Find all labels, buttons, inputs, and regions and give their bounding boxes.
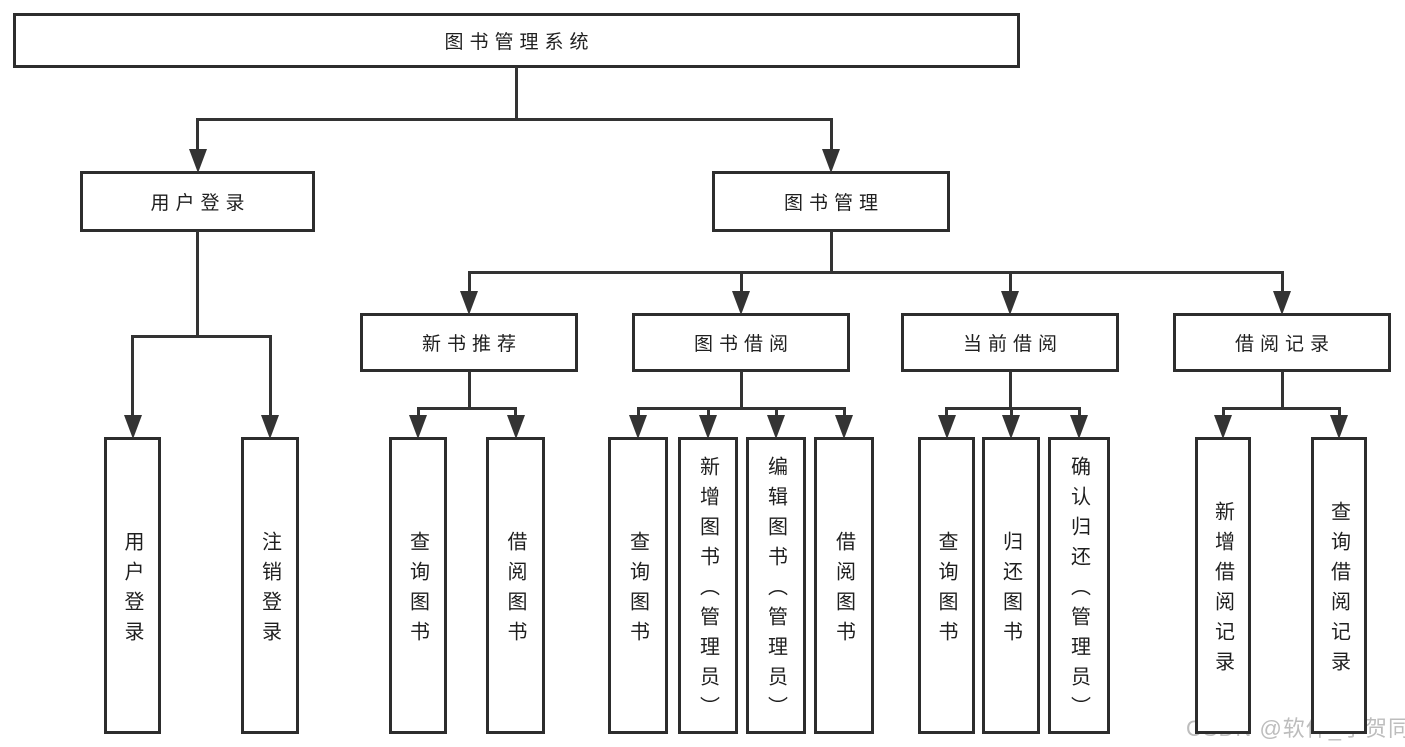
connector-line (1009, 407, 1013, 417)
node-l-rec-1: 查询图书 (389, 437, 447, 734)
connector-line (196, 118, 833, 121)
node-records: 借阅记录 (1173, 313, 1391, 372)
arrowhead-down-icon (822, 149, 840, 173)
node-label: 新增借阅记录 (1211, 500, 1234, 681)
node-l-current-1: 查询图书 (918, 437, 975, 734)
connector-line (268, 335, 272, 417)
connector-line (131, 335, 134, 417)
node-l-borrow-4: 借阅图书 (814, 437, 874, 734)
node-label: 确认归还（管理员） (1067, 455, 1090, 726)
arrowhead-down-icon (835, 415, 853, 439)
arrowhead-down-icon (1070, 415, 1088, 439)
node-root: 图书管理系统 (13, 13, 1020, 68)
node-label: 注销登录 (258, 530, 281, 651)
node-label: 图书管理系统 (444, 32, 595, 53)
node-label: 编辑图书（管理员） (764, 455, 787, 726)
arrowhead-down-icon (732, 291, 750, 315)
connector-line (636, 407, 846, 410)
node-label: 查询图书 (406, 530, 429, 651)
node-l-borrow-3: 编辑图书（管理员） (746, 437, 806, 734)
node-mgmt: 图书管理 (712, 171, 950, 232)
node-label: 借阅图书 (832, 530, 855, 651)
connector-line (1221, 407, 1341, 410)
node-l-records-1: 新增借阅记录 (1195, 437, 1251, 734)
connector-line (739, 271, 743, 293)
connector-line (1008, 271, 1012, 293)
node-label: 新增图书（管理员） (696, 455, 719, 726)
arrowhead-down-icon (261, 415, 279, 439)
node-label: 查询借阅记录 (1327, 500, 1350, 681)
connector-line (1221, 407, 1225, 417)
arrowhead-down-icon (699, 415, 717, 439)
node-current: 当前借阅 (901, 313, 1119, 372)
connector-line (1280, 271, 1284, 293)
node-label: 图书管理 (783, 193, 884, 214)
node-l-records-2: 查询借阅记录 (1311, 437, 1367, 734)
node-label: 借阅记录 (1234, 334, 1335, 355)
arrowhead-down-icon (1001, 291, 1019, 315)
node-l-borrow-2: 新增图书（管理员） (678, 437, 738, 734)
node-label: 当前借阅 (962, 334, 1063, 355)
node-label: 查询图书 (626, 530, 649, 651)
arrowhead-down-icon (1002, 415, 1020, 439)
connector-line (945, 407, 948, 417)
connector-line (416, 407, 420, 417)
arrowhead-down-icon (1273, 291, 1291, 315)
node-l-borrow-1: 查询图书 (608, 437, 668, 734)
arrowhead-down-icon (506, 415, 525, 439)
arrowhead-down-icon (937, 415, 956, 439)
node-label: 归还图书 (999, 530, 1022, 651)
connector-line (774, 407, 778, 417)
connector-line (739, 371, 743, 410)
connector-line (467, 271, 471, 293)
connector-line (829, 231, 833, 274)
node-label: 新书推荐 (421, 334, 522, 355)
node-l-current-2: 归还图书 (982, 437, 1040, 734)
connector-line (515, 67, 518, 121)
connector-line (416, 407, 517, 410)
arrowhead-down-icon (123, 415, 142, 439)
arrowhead-down-icon (1214, 415, 1232, 439)
connector-line (467, 271, 1284, 274)
connector-line (636, 407, 640, 417)
node-l-rec-2: 借阅图书 (486, 437, 545, 734)
node-label: 用户登录 (121, 530, 143, 651)
node-l-login-1: 用户登录 (104, 437, 161, 734)
connector-line (1077, 407, 1081, 417)
arrowhead-down-icon (188, 149, 207, 173)
node-label: 用户登录 (150, 193, 251, 214)
connector-line (945, 407, 1081, 410)
arrowhead-down-icon (767, 415, 785, 439)
node-borrow: 图书借阅 (632, 313, 850, 372)
node-l-login-2: 注销登录 (241, 437, 299, 734)
connector-line (514, 407, 517, 417)
node-label: 借阅图书 (504, 530, 526, 651)
connector-line (131, 335, 272, 338)
node-l-current-3: 确认归还（管理员） (1048, 437, 1110, 734)
connector-line (706, 407, 710, 417)
connector-line (842, 407, 846, 417)
connector-line (467, 371, 471, 410)
connector-line (196, 118, 199, 151)
node-login: 用户登录 (80, 171, 315, 232)
connector-line (1337, 407, 1341, 417)
arrowhead-down-icon (1330, 415, 1348, 439)
node-label: 图书借阅 (693, 334, 794, 355)
arrowhead-down-icon (460, 291, 478, 315)
connector-line (196, 231, 199, 338)
arrowhead-down-icon (629, 415, 647, 439)
arrowhead-down-icon (409, 415, 427, 439)
connector-line (1008, 371, 1012, 410)
node-rec: 新书推荐 (360, 313, 578, 372)
connector-line (829, 118, 833, 151)
connector-line (1280, 371, 1284, 410)
node-label: 查询图书 (935, 530, 957, 651)
